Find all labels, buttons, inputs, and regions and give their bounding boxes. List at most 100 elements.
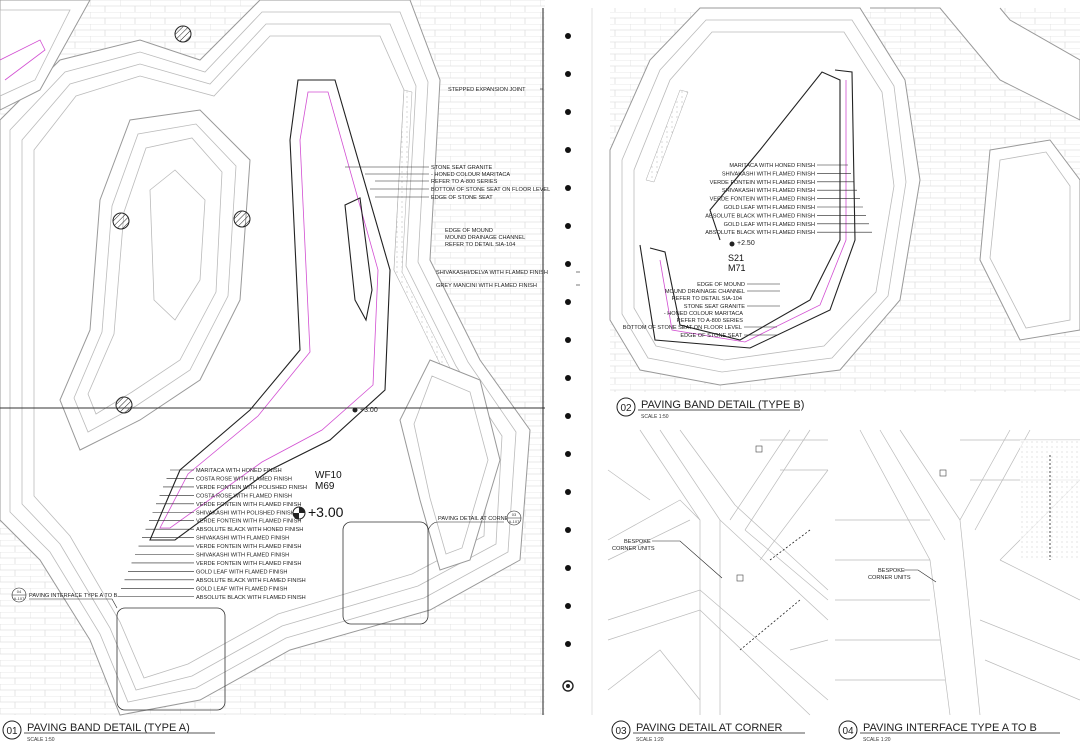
svg-text:A-107: A-107 xyxy=(509,519,520,524)
grid-marker xyxy=(565,565,571,571)
svg-text:02: 02 xyxy=(620,403,632,414)
material-label: SHIVAKASHI WITH FLAMED FINISH xyxy=(196,553,289,559)
level-marker-b: +2.50 xyxy=(729,240,755,247)
panel-02-title-block: 02 PAVING BAND DETAIL (TYPE B) SCALE 1:5… xyxy=(616,397,804,420)
callout-box-corner[interactable] xyxy=(342,521,429,625)
bespoke-note-03: BESPOKE xyxy=(624,539,651,545)
sheet-divider xyxy=(542,8,593,715)
stone-seat-labels: STEPPED EXPANSION JOINT STONE SEAT GRANIT… xyxy=(345,87,580,289)
grid-marker xyxy=(565,261,571,267)
material-labels-type-b: MARITACA WITH HONED FINISH SHIVAKASHI WIT… xyxy=(705,163,872,236)
mound-code-m71: M71 xyxy=(728,263,746,273)
material-label: ABSOLUTE BLACK WITH FLAMED FINISH xyxy=(705,213,815,219)
stone-seat-label: GREY MANCINI WITH FLAMED FINISH xyxy=(436,283,537,289)
grid-marker xyxy=(565,109,571,115)
level-marker-big: +3.00 xyxy=(292,504,344,520)
material-label: MARITACA WITH HONED FINISH xyxy=(729,163,815,169)
svg-text:SCALE 1:20: SCALE 1:20 xyxy=(636,737,664,743)
panel-04-paving-interface-a-to-b: BESPOKE CORNER UNITS 04 PAVING INTERFACE… xyxy=(835,429,1080,743)
callout-box-interface[interactable] xyxy=(116,607,226,711)
material-label: COSTA ROSE WITH FLAMED FINISH xyxy=(196,476,292,482)
pink-line-fragment xyxy=(0,39,46,81)
callout-paving-detail-at-corner[interactable]: PAVING DETAIL AT CORNER 03 A-107 xyxy=(427,510,522,531)
svg-text:SCALE 1:20: SCALE 1:20 xyxy=(863,737,891,743)
panel-02-paving-band-type-b: MARITACA WITH HONED FINISH SHIVAKASHI WIT… xyxy=(609,7,1080,420)
stone-seat-label: REFER TO A-800 SERIES xyxy=(677,318,744,324)
grid-marker xyxy=(565,603,571,609)
svg-text:04: 04 xyxy=(17,589,22,594)
material-label: GOLD LEAF WITH FLAMED FINISH xyxy=(724,205,815,211)
material-label: SHIVAKASHI WITH FLAMED FINISH xyxy=(196,536,289,542)
grid-marker xyxy=(565,185,571,191)
stone-seat-outline-b xyxy=(649,71,841,341)
svg-text:A-107: A-107 xyxy=(14,596,25,601)
grid-marker xyxy=(565,147,571,153)
svg-text:PAVING DETAIL AT CORNER: PAVING DETAIL AT CORNER xyxy=(438,516,513,522)
stone-seat-label: REFER TO DETAIL SIA-104 xyxy=(672,296,742,302)
material-label: SHIVAKASHI WITH POLISHED FINISH xyxy=(196,510,295,516)
material-label: COSTA ROSE WITH FLAMED FINISH xyxy=(196,493,292,499)
material-label: VERDE FONTEIN WITH FLAMED FINISH xyxy=(710,180,815,186)
svg-text:PAVING INTERFACE TYPE A TO B: PAVING INTERFACE TYPE A TO B xyxy=(863,722,1037,734)
material-label: ABSOLUTE BLACK WITH HONED FINISH xyxy=(196,527,303,533)
mound-outlines xyxy=(0,0,531,716)
svg-text:03: 03 xyxy=(615,726,627,737)
stone-seat-label: - HONED COLOUR MARITACA xyxy=(431,172,510,178)
material-label: VERDE FONTEIN WITH POLISHED FINISH xyxy=(196,485,307,491)
grid-marker xyxy=(565,299,571,305)
stone-seat-label: REFER TO A-800 SERIES xyxy=(431,179,498,185)
svg-text:PAVING BAND DETAIL (TYPE B): PAVING BAND DETAIL (TYPE B) xyxy=(641,399,804,411)
grid-marker xyxy=(565,71,571,77)
svg-text:01: 01 xyxy=(6,726,18,737)
stone-seat-label: STEPPED EXPANSION JOINT xyxy=(448,87,526,93)
svg-text:PAVING BAND DETAIL (TYPE A): PAVING BAND DETAIL (TYPE A) xyxy=(27,722,190,734)
stone-seat-label: SHIVAKASHI/DELVA WITH FLAMED FINISH xyxy=(436,270,548,276)
bespoke-note-04: BESPOKE xyxy=(878,568,905,574)
bespoke-note-04-line2: CORNER UNITS xyxy=(868,575,911,581)
material-label: VERDE FONTEIN WITH FLAMED FINISH xyxy=(196,561,301,567)
material-label: VERDE FONTEIN WITH FLAMED FINISH xyxy=(196,544,301,550)
stone-seat-label: BOTTOM OF STONE SEAT ON FLOOR LEVEL xyxy=(623,325,742,331)
bespoke-note-03-line2: CORNER UNITS xyxy=(612,546,655,552)
grid-marker xyxy=(565,337,571,343)
stone-seat-label: EDGE OF MOUND xyxy=(697,282,745,288)
material-label: VERDE FONTEIN WITH FLAMED FINISH xyxy=(196,502,301,508)
stone-seat-small xyxy=(344,197,373,322)
panel-03-paving-detail-at-corner: BESPOKE CORNER UNITS 03 PAVING DETAIL AT… xyxy=(607,429,829,743)
stone-seat-label: STONE SEAT GRANITE xyxy=(431,165,493,171)
panel-01-title-block: 01 PAVING BAND DETAIL (TYPE A) SCALE 1:5… xyxy=(2,720,215,743)
material-label: VERDE FONTEIN WITH FLAMED FINISH xyxy=(710,197,815,203)
svg-text:PAVING INTERFACE TYPE A TO B: PAVING INTERFACE TYPE A TO B xyxy=(29,593,118,599)
material-label: ABSOLUTE BLACK WITH FLAMED FINISH xyxy=(705,230,815,236)
svg-text:+3.00: +3.00 xyxy=(360,407,378,414)
callout-paving-interface[interactable]: 04 A-107 PAVING INTERFACE TYPE A TO B xyxy=(11,587,118,609)
stone-seat-label: - HONED COLOUR MARITACA xyxy=(664,311,743,317)
material-label: GOLD LEAF WITH FLAMED FINISH xyxy=(196,569,287,575)
panel-04-title-block: 04 PAVING INTERFACE TYPE A TO B SCALE 1:… xyxy=(838,720,1060,743)
svg-text:+3.00: +3.00 xyxy=(308,504,344,520)
stone-seat-label: MOUND DRAINAGE CHANNEL xyxy=(445,235,525,241)
svg-text:04: 04 xyxy=(842,726,854,737)
material-label: ABSOLUTE BLACK WITH FLAMED FINISH xyxy=(196,595,306,601)
panel-01-paving-band-type-a: STEPPED EXPANSION JOINT STONE SEAT GRANIT… xyxy=(0,0,580,743)
stone-seat-label: REFER TO DETAIL SIA-104 xyxy=(445,242,515,248)
stone-seat-pink-line xyxy=(159,91,379,529)
grid-marker xyxy=(565,641,571,647)
grid-marker xyxy=(565,489,571,495)
mound-code-s21: S21 xyxy=(728,253,744,263)
grid-marker xyxy=(565,33,571,39)
tree-symbols xyxy=(112,25,251,414)
grid-marker xyxy=(565,375,571,381)
material-label: VERDE FONTEIN WITH FLAMED FINISH xyxy=(196,519,301,525)
material-label: SHIVAKASHI WITH FLAMED FINISH xyxy=(722,171,815,177)
svg-text:+2.50: +2.50 xyxy=(737,240,755,247)
grid-marker xyxy=(565,223,571,229)
svg-text:PAVING DETAIL AT CORNER: PAVING DETAIL AT CORNER xyxy=(636,722,783,734)
material-label: ABSOLUTE BLACK WITH FLAMED FINISH xyxy=(196,578,306,584)
stone-seat-label: STONE SEAT GRANITE xyxy=(684,304,746,310)
grid-marker xyxy=(565,413,571,419)
svg-text:SCALE 1:50: SCALE 1:50 xyxy=(27,737,55,743)
